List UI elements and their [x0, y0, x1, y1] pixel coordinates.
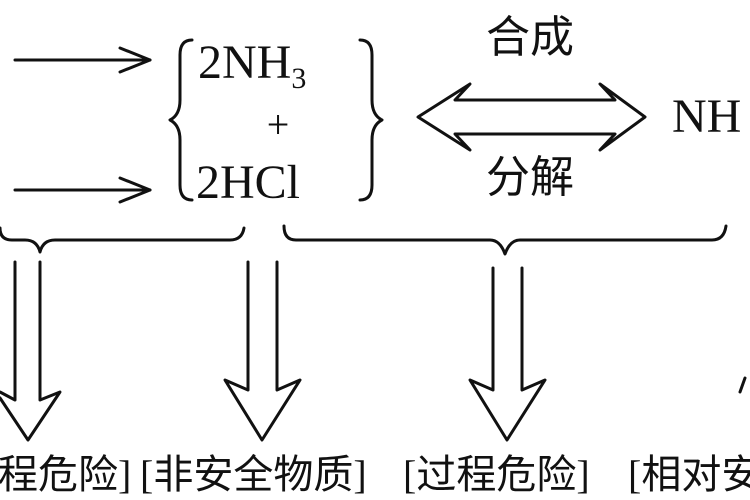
down-arrow-3: [468, 266, 547, 442]
product-formula: NH: [672, 90, 741, 143]
category-process-hazard-left: 程危险]: [0, 452, 131, 497]
right-curly-brace: [358, 38, 384, 202]
down-arrow-1: [0, 260, 62, 442]
arrow-label-decomposition: 分解: [486, 153, 574, 202]
under-brace-left: [0, 226, 246, 254]
formula-bottom: 2HCl: [196, 156, 300, 209]
left-curly-brace: [168, 38, 194, 202]
down-arrow-2: [223, 260, 302, 442]
under-brace-right: [282, 224, 728, 256]
formula-plus: +: [267, 102, 290, 147]
double-arrow: [416, 82, 647, 152]
formula-top: 2NH3: [198, 36, 306, 95]
category-process-hazard: [过程危险]: [403, 452, 590, 497]
category-relative-safety: [相对安: [628, 452, 750, 497]
input-arrow-bottom: [13, 176, 152, 204]
arrow-label-synthesis: 合成: [486, 13, 574, 62]
down-arrow-4-fragment: [738, 376, 747, 394]
input-arrow-top: [13, 46, 152, 74]
category-unsafe-substance: [非安全物质]: [140, 452, 367, 497]
